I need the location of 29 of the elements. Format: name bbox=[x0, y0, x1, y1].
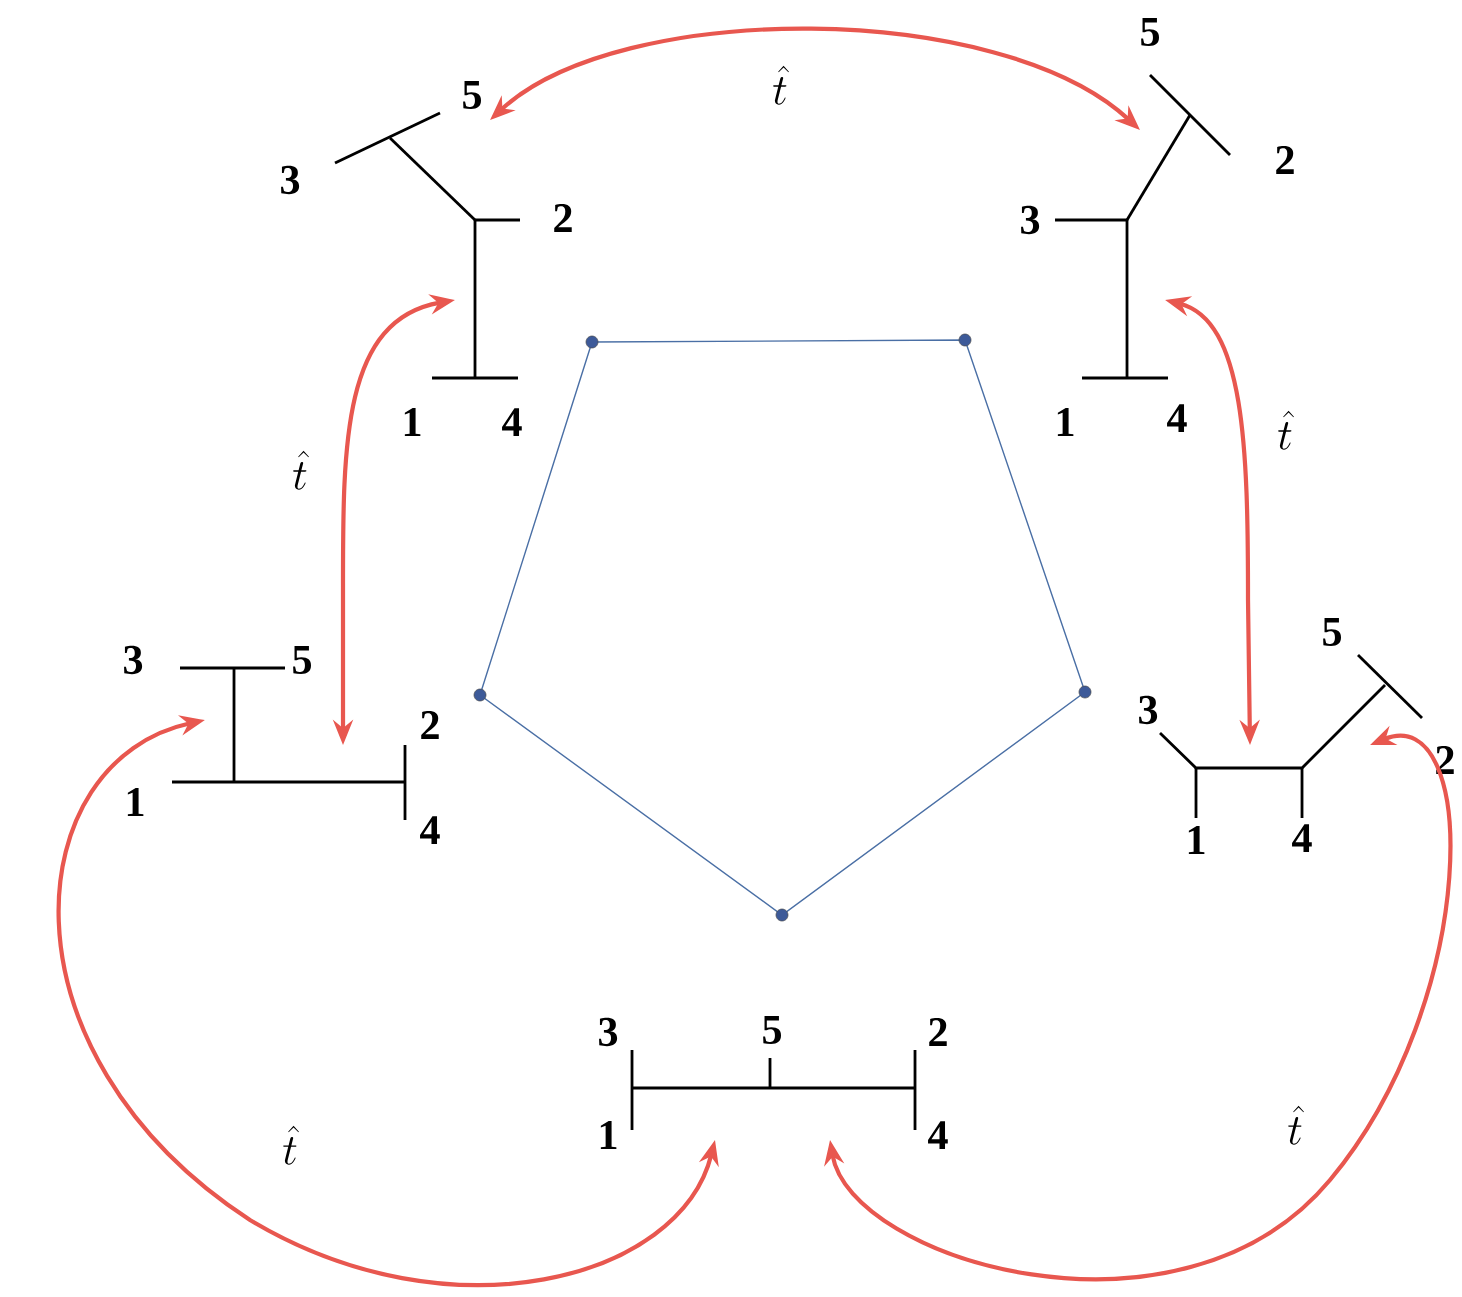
leaf-number: 3 bbox=[599, 1017, 618, 1047]
edge-label: $\hat{t}$ bbox=[293, 450, 309, 490]
leaf-number: 5 bbox=[293, 646, 311, 675]
leaf-number: 4 bbox=[928, 1121, 948, 1149]
leaf-number: 1 bbox=[127, 788, 144, 816]
leaf-number: 5 bbox=[463, 81, 481, 109]
leaf-number: 3 bbox=[281, 165, 300, 195]
leaf-number: 1 bbox=[1188, 826, 1205, 854]
leaf-number: 4 bbox=[1292, 824, 1312, 852]
leaf-number: 5 bbox=[763, 1016, 781, 1045]
edge-label: $\hat{t}$ bbox=[1288, 1105, 1304, 1145]
leaf-number: 4 bbox=[502, 408, 522, 436]
edge-label: $\hat{t}$ bbox=[773, 65, 789, 105]
leaf-number: 5 bbox=[1323, 618, 1341, 647]
leaf-number: 2 bbox=[929, 1018, 947, 1046]
leaf-number: 4 bbox=[420, 816, 440, 844]
leaf-number: 2 bbox=[554, 204, 572, 232]
leaf-number: 2 bbox=[421, 711, 439, 739]
leaf-number: 1 bbox=[404, 408, 421, 436]
leaf-number: 3 bbox=[1021, 205, 1040, 235]
leaf-number: 2 bbox=[1276, 146, 1294, 174]
leaf-number: 3 bbox=[1139, 695, 1158, 725]
leaf-number: 1 bbox=[1057, 408, 1074, 436]
leaf-number: 1 bbox=[600, 1121, 617, 1149]
edge-label: $\hat{t}$ bbox=[283, 1125, 299, 1165]
leaf-number: 4 bbox=[1167, 404, 1187, 432]
edge-label: $\hat{t}$ bbox=[1278, 410, 1294, 450]
leaf-number: 3 bbox=[124, 645, 143, 675]
leaf-number: 5 bbox=[1141, 18, 1159, 46]
